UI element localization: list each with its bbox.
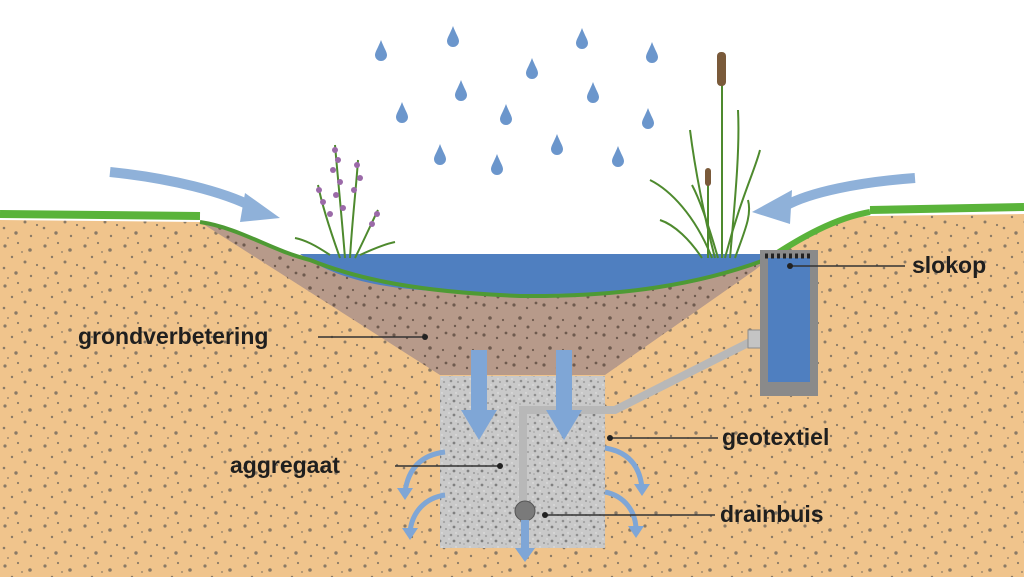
runoff-arrow-right bbox=[782, 173, 916, 211]
runoff-arrow-left-head bbox=[240, 193, 280, 222]
infiltration-arrow-right bbox=[546, 350, 582, 440]
seepage-arrow-heads bbox=[397, 484, 650, 540]
drainpipe-end bbox=[514, 500, 536, 522]
label-slokop: slokop bbox=[912, 252, 987, 278]
flowering-plant-icon bbox=[294, 144, 396, 259]
runoff-arrow-right-head bbox=[752, 190, 792, 224]
raindrops bbox=[375, 26, 658, 175]
seepage-arrows bbox=[402, 445, 645, 533]
pipe-connector bbox=[747, 329, 763, 349]
reed-plant-icon bbox=[649, 52, 761, 259]
leader-dots bbox=[422, 263, 793, 518]
outflow-arrow-bottom bbox=[515, 520, 535, 562]
leader-lines bbox=[318, 265, 905, 516]
slokop-water bbox=[768, 258, 810, 382]
runoff-arrow-left bbox=[109, 167, 258, 213]
surface-grass-left bbox=[0, 210, 201, 220]
label-geotextiel: geotextiel bbox=[722, 424, 830, 450]
label-drainbuis: drainbuis bbox=[720, 501, 824, 527]
water-surface bbox=[300, 254, 770, 295]
infiltration-arrow-left bbox=[461, 350, 497, 440]
surface-grass-right bbox=[869, 203, 1024, 214]
label-aggregaat: aggregaat bbox=[230, 452, 340, 478]
label-grondverbetering: grondverbetering bbox=[78, 323, 269, 349]
basin-grass-line bbox=[199, 220, 771, 299]
